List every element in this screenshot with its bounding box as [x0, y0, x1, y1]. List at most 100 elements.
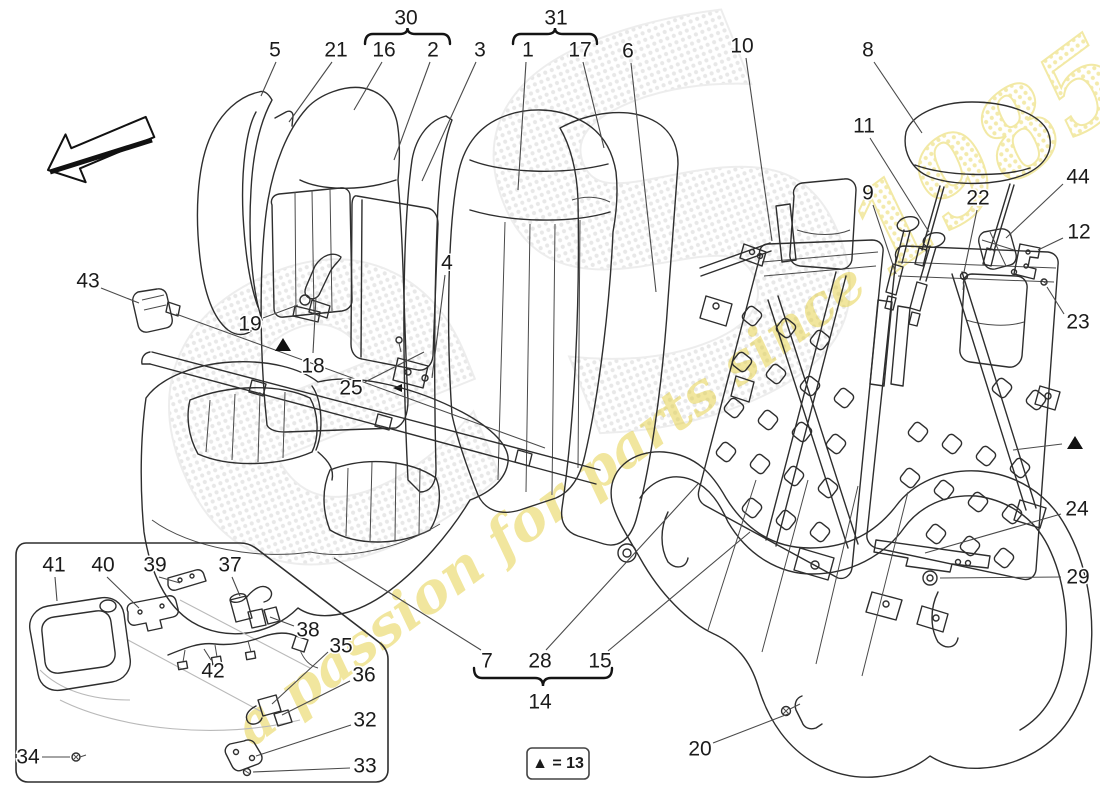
- leader-line-16: [353, 61, 383, 111]
- frame-cutout: [799, 375, 821, 397]
- frame-cutout: [765, 363, 787, 385]
- frame-cutout: [775, 317, 797, 339]
- leader-line-3: [421, 61, 477, 182]
- leader-line-22: [963, 209, 978, 273]
- frame-cutout: [741, 305, 763, 327]
- part-label-8: 8: [862, 39, 874, 62]
- part-label-12: 12: [1067, 221, 1090, 244]
- frame-cutout: [809, 329, 831, 351]
- frame-cutout: [907, 421, 929, 443]
- center-backrest: [447, 109, 618, 513]
- part-label-16: 16: [372, 39, 395, 62]
- part-label-35: 35: [329, 635, 352, 658]
- leader-line-38: [269, 616, 295, 627]
- triangle-marker-icon: [1067, 436, 1083, 449]
- leader-line-7: [333, 557, 482, 651]
- part-label-36: 36: [352, 664, 375, 687]
- part-label-3: 3: [474, 39, 486, 62]
- part-label-38: 38: [296, 619, 319, 642]
- support-bracket-24: [873, 539, 991, 573]
- leader-line-1: [517, 61, 527, 191]
- frame-cutout: [809, 521, 831, 543]
- part-label-6: 6: [622, 40, 634, 63]
- bracket-32: [224, 739, 263, 772]
- leader-line-11: [869, 137, 930, 233]
- leader-line-40: [106, 576, 140, 609]
- part-label-41: 41: [42, 554, 65, 577]
- frame-cutout: [731, 351, 753, 373]
- frame-cutout: [741, 497, 763, 519]
- bracket-40: [126, 595, 179, 632]
- part-label-11: 11: [853, 115, 875, 138]
- part-label-44: 44: [1066, 166, 1090, 189]
- leader-line-4: [431, 274, 446, 379]
- leader-line-9: [872, 204, 897, 275]
- frame-cutout: [791, 421, 813, 443]
- leader-line-6: [630, 62, 657, 293]
- frame-cutout: [991, 377, 1013, 399]
- seatback-frame-left: [697, 178, 884, 581]
- frame-cutout: [757, 409, 779, 431]
- group-bracket-30: [363, 27, 452, 46]
- part-label-39: 39: [143, 554, 166, 577]
- leader-line-10: [745, 57, 773, 242]
- seat-cushion: [140, 360, 509, 635]
- connector-35: [245, 694, 282, 725]
- leader-line-25: [364, 351, 425, 383]
- connector-36: [273, 709, 293, 727]
- leader-line-33: [252, 767, 351, 773]
- part-label-32: 32: [353, 709, 376, 732]
- leader-line-12: [1037, 237, 1064, 251]
- leader-line-36: [281, 680, 351, 716]
- group-bracket-31: [511, 27, 599, 46]
- triangle-leader: [1012, 443, 1063, 451]
- folded-armrest: [350, 195, 439, 371]
- part-label-33: 33: [353, 755, 376, 778]
- leader-line-24: [924, 513, 1062, 554]
- leader-line-18: [312, 296, 317, 354]
- leader-line-43: [100, 287, 140, 304]
- frame-cutout: [1025, 389, 1047, 411]
- triangle-markers: [275, 338, 1083, 451]
- headrest-guide-pins: [884, 215, 946, 327]
- part-label-43: 43: [76, 270, 99, 293]
- rear-panel-left: [403, 115, 453, 493]
- leader-line-32: [255, 724, 352, 757]
- leader-line-42: [203, 648, 212, 661]
- part-label-34: 34: [16, 746, 40, 769]
- frame-cutout: [817, 477, 839, 499]
- accessory-box: [15, 542, 389, 783]
- frame-cutout: [775, 509, 797, 531]
- small-fasteners-right: [959, 228, 1048, 291]
- part-label-17: 17: [568, 39, 591, 62]
- leader-line-39: [158, 576, 181, 584]
- frame-cutout: [967, 491, 989, 513]
- leader-line-21: [288, 61, 333, 123]
- part-label-24: 24: [1065, 498, 1089, 521]
- part-label-23: 23: [1066, 311, 1089, 334]
- group-label-14: 14: [528, 691, 552, 714]
- frame-cutout: [1001, 503, 1023, 525]
- cushion-frame: [610, 451, 1093, 778]
- leader-line-35: [271, 651, 329, 705]
- seat-latch-bracket: [392, 336, 429, 392]
- part-label-7: 7: [481, 650, 493, 673]
- screw-33: [242, 767, 252, 777]
- hinge-crossbar: [141, 351, 601, 485]
- frame-cutout: [975, 445, 997, 467]
- leader-line-28: [545, 483, 699, 651]
- leader-line-23: [1046, 286, 1065, 315]
- frame-cutout: [749, 453, 771, 475]
- frame-cutout: [941, 433, 963, 455]
- part-label-5: 5: [269, 39, 281, 62]
- grommet-29: [922, 570, 938, 586]
- frame-cutout: [825, 433, 847, 455]
- leader-line-17: [582, 61, 605, 149]
- frame-cutout: [993, 547, 1015, 569]
- part-label-4: 4: [441, 252, 453, 275]
- legend: ▲ = 13: [526, 747, 590, 780]
- part-label-42: 42: [201, 660, 224, 683]
- leader-line-8: [873, 61, 923, 134]
